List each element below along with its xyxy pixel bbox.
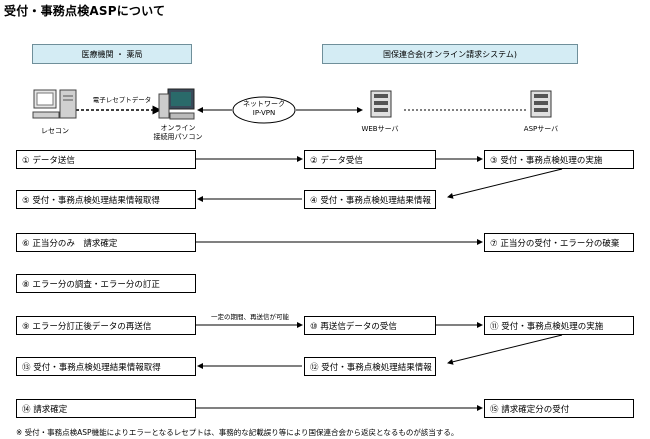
network-label: ネットワーク IP-VPN (243, 100, 285, 117)
data-transfer-label: 電子レセプトデータ (92, 96, 152, 104)
receipt-computer-label: レセコン (41, 127, 69, 135)
page-title: 受付・事務点検ASPについて (4, 4, 166, 18)
step-15: ⑮ 請求確定分の受付 (484, 399, 634, 418)
step-4: ④ 受付・事務点検処理結果情報 (304, 190, 436, 209)
arrow-11-12 (447, 334, 563, 365)
arrow-3-4 (447, 168, 563, 199)
header-medical-institution: 医療機関 ・ 薬局 (32, 44, 192, 64)
web-server-label: WEBサーバ (361, 125, 399, 133)
step-1: ① データ送信 (16, 150, 196, 169)
online-pc-icon (158, 88, 198, 122)
step-6: ⑥ 正当分のみ 請求確定 (16, 233, 196, 252)
asp-server-label: ASPサーバ (523, 125, 559, 133)
step-9: ⑨ エラー分訂正後データの再送信 (16, 316, 196, 335)
step-5: ⑤ 受付・事務点検処理結果情報取得 (16, 190, 196, 209)
footnote: ※ 受付・事務点検ASP機能によりエラーとなるレセプトは、事務的な記載誤り等によ… (16, 428, 459, 437)
web-server-icon (370, 90, 392, 118)
header-national-health-federation: 国保連合会(オンライン請求システム) (322, 44, 578, 64)
step-13: ⑬ 受付・事務点検処理結果情報取得 (16, 357, 196, 376)
step-8: ⑧ エラー分の調査・エラー分の訂正 (16, 274, 196, 293)
online-pc-label: オンライン 接続用パソコン (153, 124, 203, 141)
asp-server-icon (530, 90, 552, 118)
network-cloud-icon (232, 96, 296, 124)
resend-period-note: 一定の期間、再送信が可能 (211, 313, 289, 321)
receipt-computer-icon (32, 88, 80, 122)
step-11: ⑪ 受付・事務点検処理の実施 (484, 316, 634, 335)
step-14: ⑭ 請求確定 (16, 399, 196, 418)
step-12: ⑫ 受付・事務点検処理結果情報 (304, 357, 436, 376)
step-7: ⑦ 正当分の受付・エラー分の破棄 (484, 233, 634, 252)
step-10: ⑩ 再送信データの受信 (304, 316, 436, 335)
step-3: ③ 受付・事務点検処理の実施 (484, 150, 634, 169)
step-2: ② データ受信 (304, 150, 436, 169)
